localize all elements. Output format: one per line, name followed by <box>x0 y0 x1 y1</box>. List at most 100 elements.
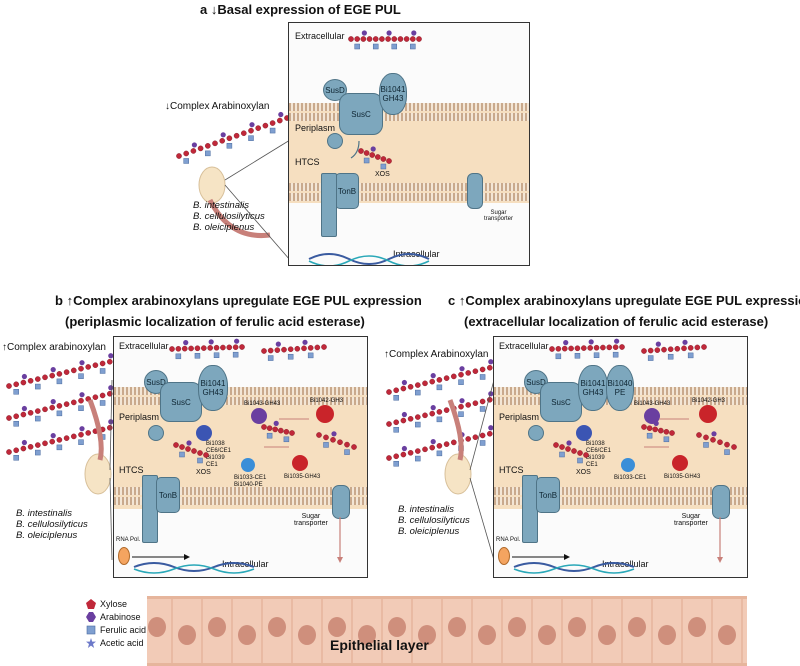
ferulic-acid-unit <box>646 432 653 439</box>
xylose-unit <box>553 442 559 448</box>
xylose-unit <box>574 345 581 352</box>
xylose-unit <box>56 403 63 409</box>
rna-pol-label: RNA Pol. <box>116 537 141 543</box>
ferulic-acid-unit <box>248 135 254 141</box>
sugar-transporter <box>467 173 483 209</box>
arabinose-unit <box>249 122 255 128</box>
ferulic-acid-unit <box>436 450 443 457</box>
xylose-unit <box>375 154 381 160</box>
bi1033-label: Bi1033-CE1 <box>614 475 647 481</box>
xylose-unit <box>436 377 443 383</box>
xylose-unit <box>20 445 27 452</box>
bi1035-enzyme <box>292 455 308 471</box>
species-cellulosilyticus: B. cellulosilyticus <box>193 211 265 222</box>
xylose-unit <box>393 453 400 460</box>
xylose-unit <box>443 441 450 447</box>
legend-xylose: Xylose <box>86 599 127 609</box>
arabinose-unit <box>459 398 465 404</box>
arabinose-unit <box>653 420 659 426</box>
rna-pol-label: RNA Pol. <box>496 537 521 543</box>
xylose-unit <box>281 346 287 353</box>
xylose-unit <box>34 408 41 414</box>
ferulic-acid-unit <box>354 43 360 50</box>
cell-nucleus <box>568 617 586 637</box>
xylose-unit <box>360 36 367 42</box>
sugar-transporter-label: Sugar transporter <box>294 513 328 527</box>
xylose-unit <box>443 407 450 413</box>
xylose-unit <box>696 432 702 438</box>
xylose-unit <box>277 117 283 124</box>
xylose-unit <box>422 412 428 419</box>
ferulic-acid-unit <box>226 143 233 149</box>
xylose-unit <box>358 148 364 154</box>
xylose-unit <box>710 437 716 443</box>
xylose-unit <box>179 444 185 450</box>
xylose-unit <box>190 148 197 154</box>
xylose-unit <box>724 441 730 448</box>
xylose-unit <box>422 380 428 387</box>
cell-nucleus <box>628 617 646 637</box>
cell-nucleus <box>718 625 736 645</box>
xylose-unit <box>436 443 443 449</box>
ferulic-acid-unit <box>287 353 294 360</box>
xylose-unit <box>397 36 404 42</box>
xylose-unit <box>13 381 20 388</box>
xylose-unit <box>600 344 606 351</box>
ferulic-acid-unit <box>555 353 562 360</box>
ferulic-acid-unit <box>687 352 694 359</box>
ferulic-acid-unit <box>323 442 329 448</box>
xylose-unit <box>56 371 63 377</box>
arabinose-unit <box>108 353 114 359</box>
panel-a-substrate-label: ↓Complex Arabinoxylan <box>165 101 270 112</box>
arabinose-unit <box>411 30 417 36</box>
bi1042-label: Bi1042-GH3 <box>310 398 344 404</box>
xylose-unit <box>233 132 240 139</box>
xylose-unit <box>63 369 70 375</box>
bi1043-enzyme <box>251 408 267 424</box>
legend-arabinose: Arabinose <box>86 612 141 622</box>
panel-c-subtitle: (extracellular localization of ferulic a… <box>464 314 769 329</box>
panel-c-species: B. intestinalis B. cellulosilyticus B. o… <box>398 504 470 537</box>
xylose-unit <box>379 36 385 42</box>
xylose-unit <box>641 424 647 430</box>
ferulic-acid-unit <box>663 436 670 443</box>
xylose-unit <box>262 122 269 129</box>
xylose-unit <box>49 404 56 411</box>
outer-membrane-inner <box>114 397 367 405</box>
xylose-unit <box>92 362 99 368</box>
xylose-unit <box>606 344 613 351</box>
xylose-unit <box>717 439 723 445</box>
xylose-unit <box>674 345 681 352</box>
cell-nucleus <box>148 617 166 637</box>
xylose-unit <box>400 417 407 424</box>
ce-esterase <box>196 425 212 441</box>
arabinose-unit <box>278 111 284 118</box>
arabinose-unit <box>361 30 367 36</box>
xylose-unit <box>27 377 34 384</box>
arabinose-unit <box>401 445 407 452</box>
ferulic-acid-unit <box>307 352 314 359</box>
cell-nucleus <box>598 625 616 645</box>
xylose-unit <box>34 442 41 448</box>
xylose-unit <box>71 367 77 374</box>
bi1035-enzyme <box>672 455 688 471</box>
xos-label: XOS <box>196 469 211 476</box>
ferulic-acid-unit <box>35 383 41 390</box>
panel-a-species: B. intestinalis B. cellulosilyticus B. o… <box>193 200 265 233</box>
ferulic-acid-unit <box>391 43 398 50</box>
tonb-protein: TonB <box>536 477 560 513</box>
region-htcs: HTCS <box>119 465 144 475</box>
htcs-sensor <box>327 133 343 149</box>
bi1043-label: Bi1043-GH43 <box>244 401 281 407</box>
ferulic-acid-unit <box>197 457 203 464</box>
xylose-unit <box>71 399 77 406</box>
arabinose-unit <box>459 366 465 372</box>
susc-protein: SusC <box>339 93 383 135</box>
panel-b-cell: Extracellular Periplasm HTCS Intracellul… <box>113 336 368 578</box>
xylose-unit <box>571 448 577 454</box>
xylose-unit <box>107 390 113 397</box>
htcs-sensor <box>528 425 544 441</box>
up-arrow-icon: ↑ <box>2 342 7 353</box>
xylose-unit <box>400 385 407 392</box>
